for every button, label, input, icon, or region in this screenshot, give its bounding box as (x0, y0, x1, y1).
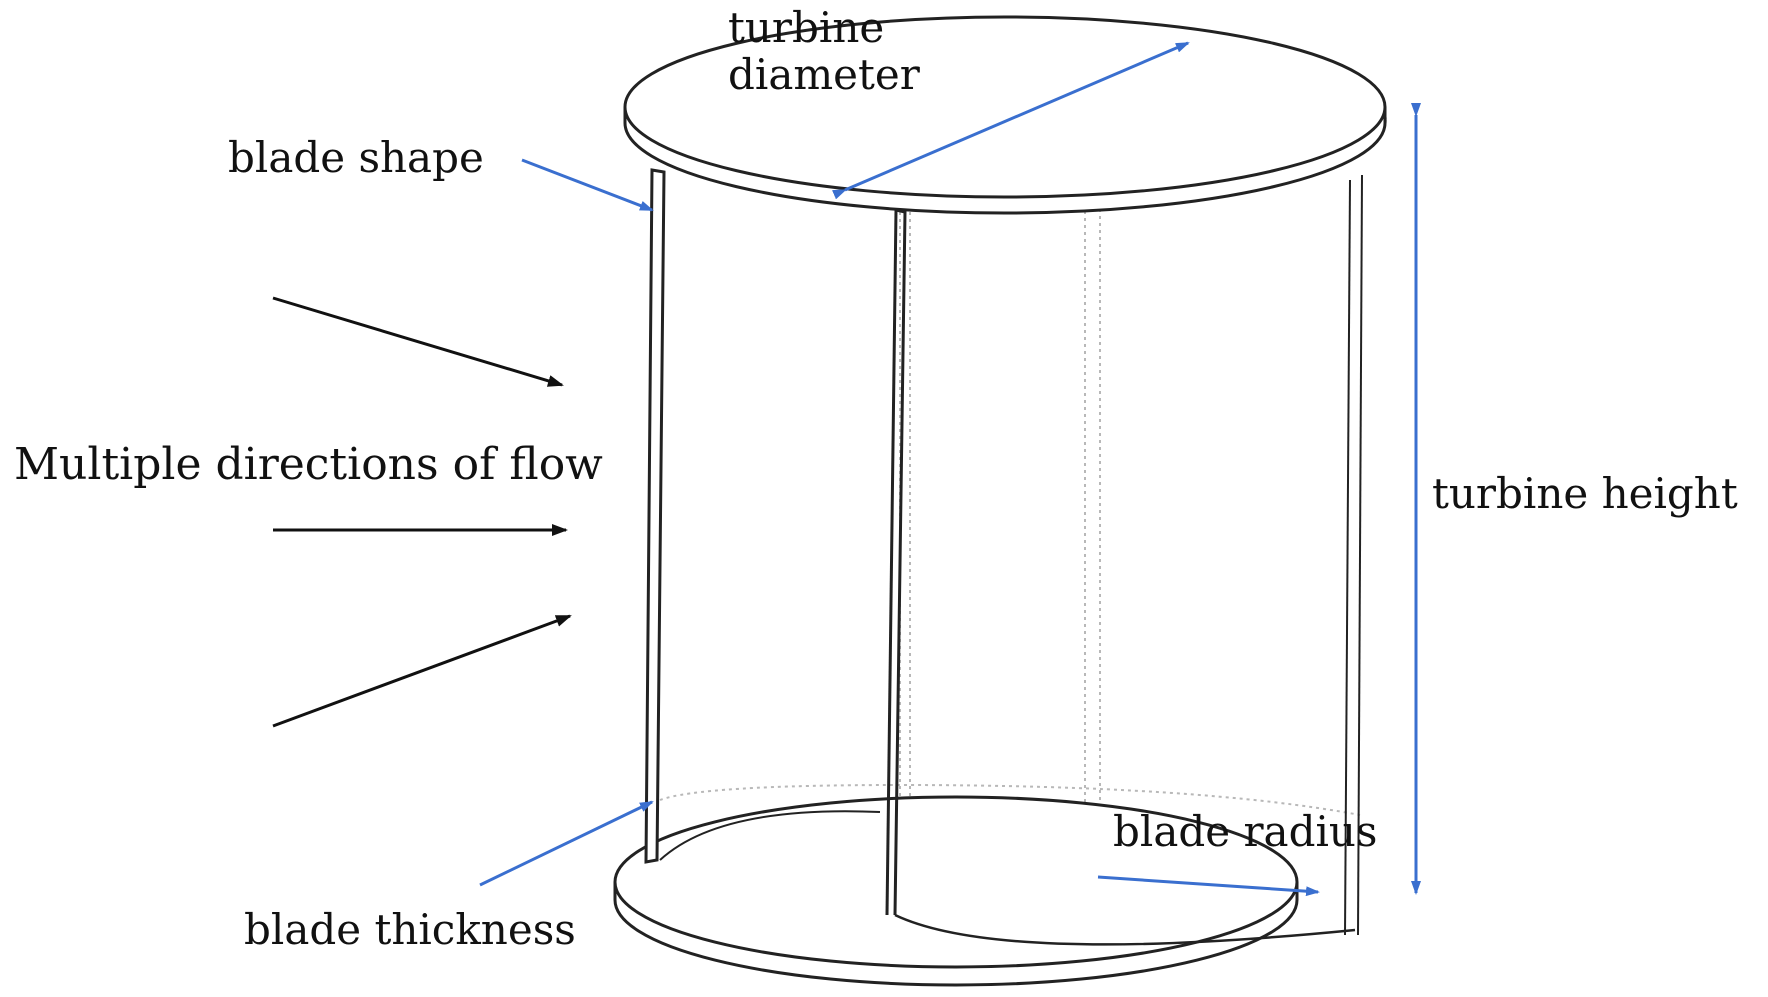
flow-arrows (272, 296, 572, 728)
turbine-height-label: turbine height (1432, 469, 1738, 518)
blade-shape-arrow (521, 158, 654, 212)
flow-directions-label: Multiple directions of flow (14, 439, 603, 490)
flow-arrow-bottom (272, 614, 572, 728)
top-plate (623, 15, 1387, 215)
radius-arrow (1097, 875, 1320, 897)
thickness-arrow (479, 800, 654, 887)
turbine-diameter-line1: turbine (728, 3, 885, 52)
flow-arrow-top (272, 296, 564, 387)
turbine-diameter-line2: diameter (728, 50, 920, 100)
blade-thickness-label: blade thickness (244, 905, 576, 954)
annotation-arrows (479, 41, 1421, 897)
diameter-arrow (832, 41, 1190, 200)
blade-shape-label: blade shape (228, 133, 484, 182)
blade-radius-label: blade radius (1113, 807, 1378, 856)
turbine-diameter-label: turbine diameter (728, 4, 920, 98)
